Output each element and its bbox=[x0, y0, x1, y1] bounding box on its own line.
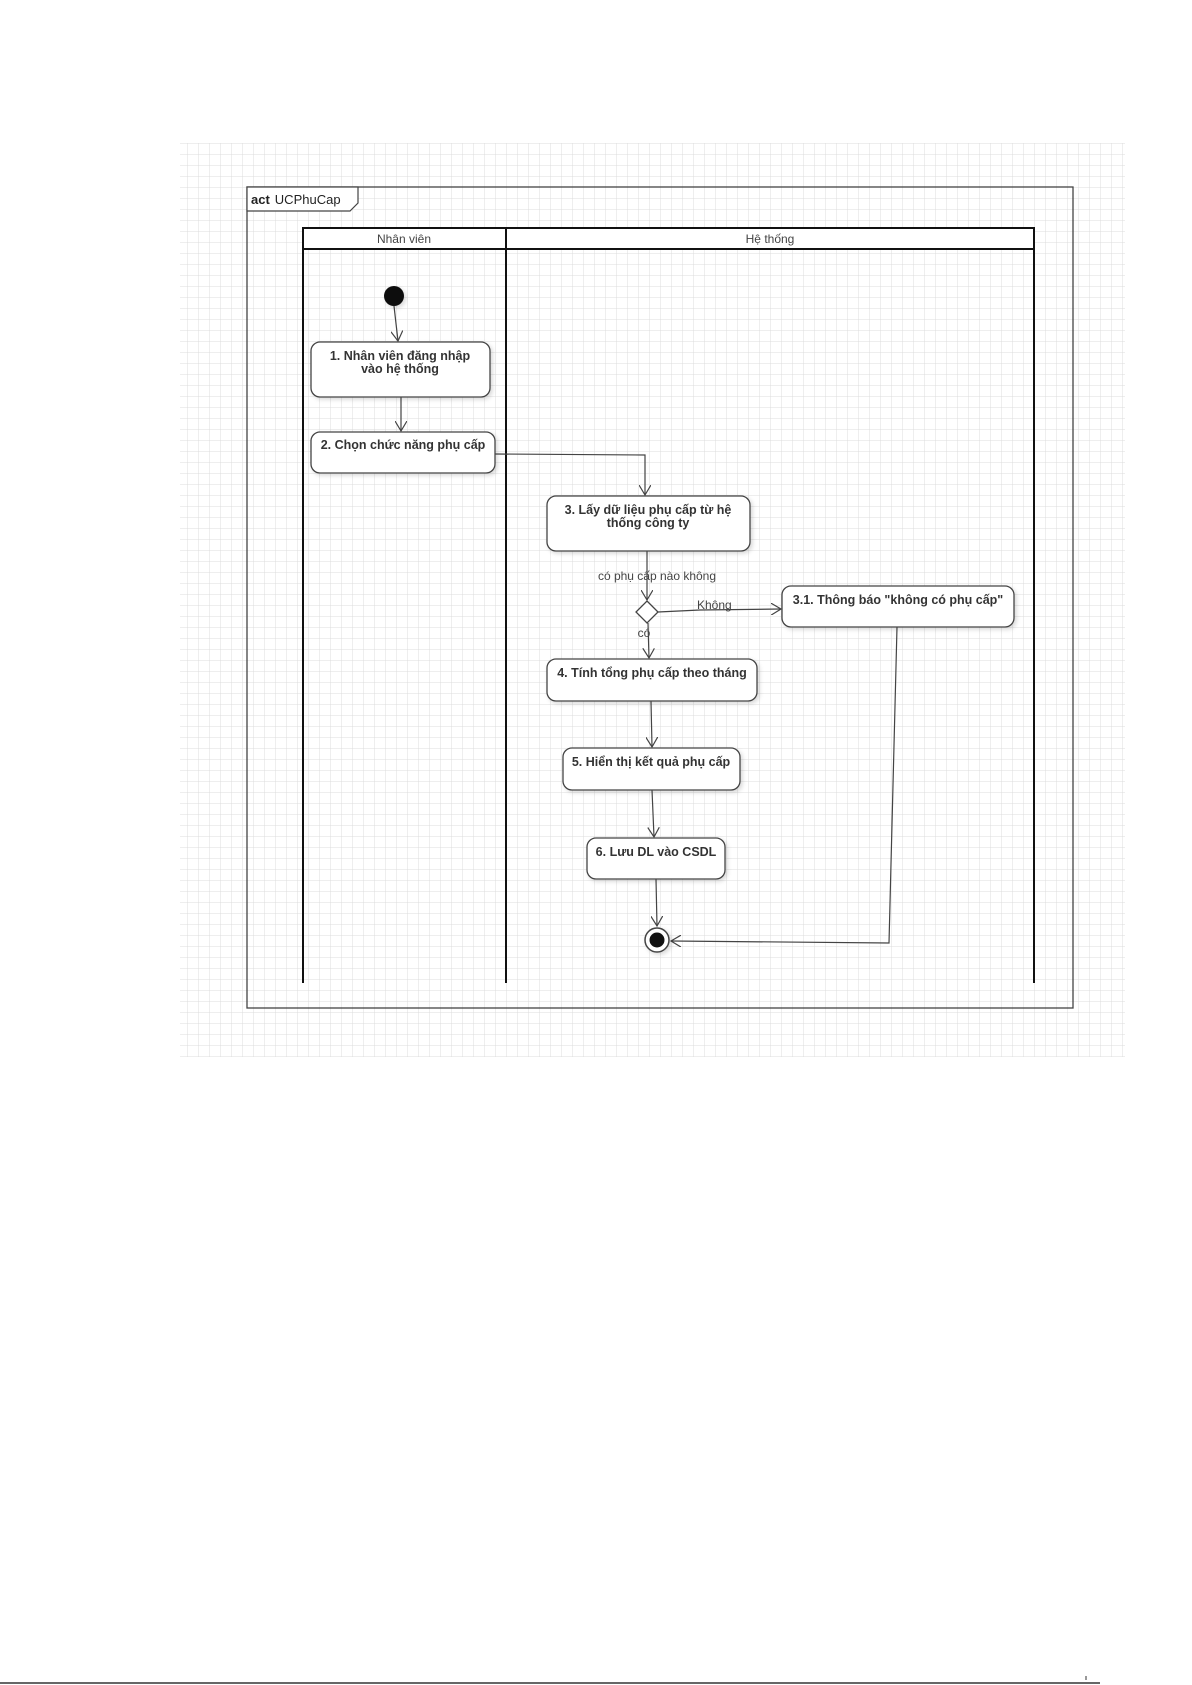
guard-yes-label: có bbox=[638, 626, 651, 640]
action-notify-none-line1: 3.1. Thông báo "không có phụ cấp" bbox=[793, 593, 1004, 607]
edges bbox=[394, 305, 898, 943]
lane-header-he-thong: Hệ thống bbox=[746, 232, 795, 246]
action-choose-function-line1: 2. Chọn chức năng phụ cấp bbox=[321, 438, 486, 452]
action-sum-monthly-line1: 4. Tính tổng phụ cấp theo tháng bbox=[557, 666, 747, 680]
frame-name: UCPhuCap bbox=[275, 192, 341, 207]
decision-guard-label: có phụ cấp nào không bbox=[598, 569, 716, 583]
action-sum-monthly[interactable]: 4. Tính tổng phụ cấp theo tháng bbox=[546, 658, 758, 702]
action-fetch-data[interactable]: 3. Lấy dữ liệu phụ cấp từ hệ thống công … bbox=[546, 495, 751, 552]
action-login-line2: vào hệ thống bbox=[361, 362, 439, 376]
action-save-db-line1: 6. Lưu DL vào CSDL bbox=[596, 845, 717, 859]
action-login[interactable]: 1. Nhân viên đăng nhập vào hệ thống bbox=[310, 341, 491, 398]
action-show-result-line1: 5. Hiển thị kết quả phụ cấp bbox=[572, 755, 731, 769]
decision-node bbox=[635, 600, 659, 624]
initial-node bbox=[384, 286, 404, 306]
activity-frame bbox=[246, 186, 1074, 1009]
swimlanes bbox=[302, 227, 1035, 983]
action-show-result[interactable]: 5. Hiển thị kết quả phụ cấp bbox=[562, 747, 741, 791]
frame-tab bbox=[246, 186, 359, 212]
guard-no-label: Không bbox=[697, 598, 732, 612]
final-node bbox=[644, 927, 670, 953]
lane-header-nhan-vien: Nhân viên bbox=[377, 232, 431, 246]
action-notify-none[interactable]: 3.1. Thông báo "không có phụ cấp" bbox=[781, 585, 1015, 628]
action-save-db[interactable]: 6. Lưu DL vào CSDL bbox=[586, 837, 726, 880]
action-fetch-data-line2: thống công ty bbox=[607, 516, 690, 530]
frame-keyword: act bbox=[251, 192, 270, 207]
action-choose-function[interactable]: 2. Chọn chức năng phụ cấp bbox=[310, 431, 496, 474]
action-fetch-data-line1: 3. Lấy dữ liệu phụ cấp từ hệ bbox=[565, 503, 732, 517]
action-login-line1: 1. Nhân viên đăng nhập bbox=[330, 349, 471, 363]
